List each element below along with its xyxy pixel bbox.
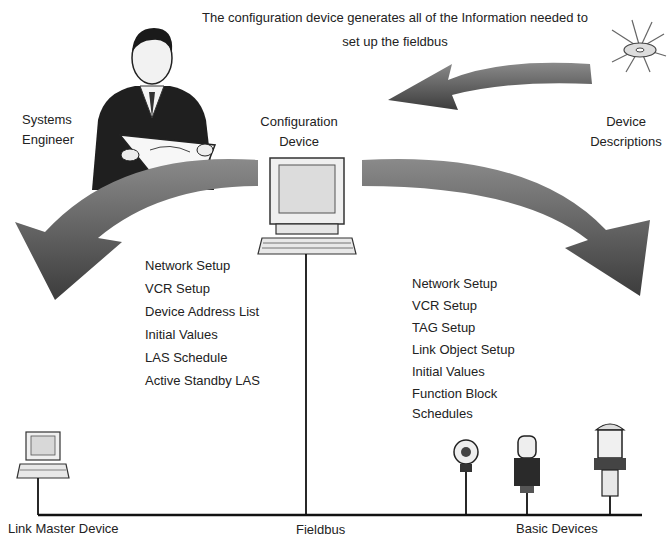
flow-arrow [388,63,592,110]
list-item: LAS Schedule [145,348,305,368]
flow-arrow [362,159,650,296]
field-device [514,436,540,515]
list-item: Initial Values [412,362,562,382]
title-text: The configuration device generates all o… [200,6,590,54]
figure-label: Configuration Device [246,112,352,152]
list-item: Active Standby LAS [145,371,305,391]
device-label: Link Master Device [8,519,158,539]
list-item: Device Address List [145,302,305,322]
figure-label: Systems Engineer [22,110,94,150]
list-item: Initial Values [145,325,305,345]
list-item: Network Setup [412,274,562,294]
fieldbus-line [38,514,642,517]
bus-label: Fieldbus [296,520,386,540]
cd-icon [612,20,666,72]
computer-icon [17,432,69,515]
list-item: Function Block Schedules [412,384,518,424]
bus-drop [305,254,307,515]
list-item: VCR Setup [145,279,305,299]
flow-arrow [15,159,258,300]
device-label: Basic Devices [516,519,656,539]
figure-label: Device Descriptions [586,112,666,152]
computer-icon [258,158,356,254]
list-item: Network Setup [145,256,305,276]
field-device [594,424,626,515]
list-item: Link Object Setup [412,340,562,360]
list-item: VCR Setup [412,296,562,316]
field-device [454,440,478,515]
list-item: TAG Setup [412,318,562,338]
